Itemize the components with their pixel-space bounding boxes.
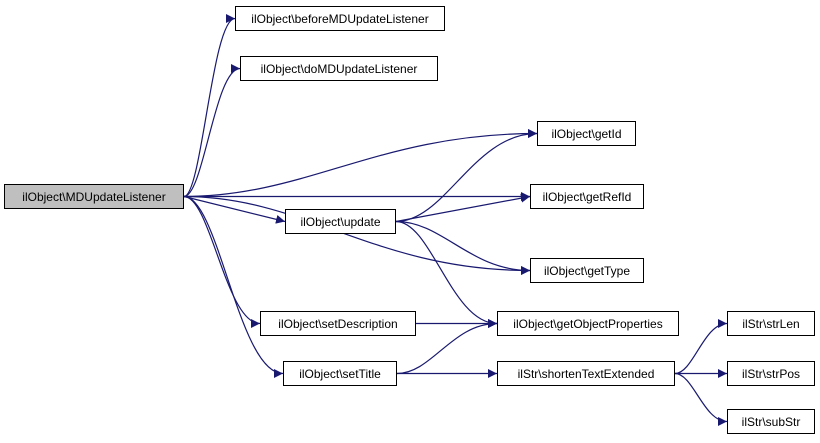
node-substr[interactable]: ilStr\subStr [727, 409, 815, 434]
edge-shorten-subStr [674, 372, 728, 426]
node-shortentextextended[interactable]: ilStr\shortenTextExtended [497, 361, 675, 386]
node-getobjectproperties[interactable]: ilObject\getObjectProperties [497, 311, 679, 336]
node-settitle[interactable]: ilObject\setTitle [283, 361, 397, 386]
node-update[interactable]: ilObject\update [285, 209, 396, 234]
node-strpos[interactable]: ilStr\strPos [727, 361, 815, 386]
edge-root-do [183, 64, 241, 198]
edge-root-getId [183, 129, 538, 198]
edge-root-setDesc [183, 195, 261, 328]
edge-root-setTitle [183, 195, 284, 378]
edge-update-getType [395, 220, 531, 275]
node-mdupdatelistener[interactable]: ilObject\MDUpdateListener [4, 184, 184, 209]
edge-root-update [183, 195, 286, 224]
edge-setTitle-getObjProps [396, 319, 498, 375]
edge-shorten-strLen [674, 319, 728, 375]
edge-root-before [183, 14, 236, 198]
node-domdupdatelistener[interactable]: ilObject\doMDUpdateListener [240, 56, 438, 81]
node-strlen[interactable]: ilStr\strLen [727, 311, 815, 336]
edge-update-getRefId [395, 193, 531, 223]
node-getid[interactable]: ilObject\getId [537, 121, 636, 146]
node-setdescription[interactable]: ilObject\setDescription [260, 311, 416, 336]
edge-update-getObjProps [395, 220, 498, 328]
node-beforemdupdatelistener[interactable]: ilObject\beforeMDUpdateListener [235, 6, 445, 31]
node-gettype[interactable]: ilObject\getType [530, 258, 644, 283]
node-getrefid[interactable]: ilObject\getRefId [530, 184, 644, 209]
